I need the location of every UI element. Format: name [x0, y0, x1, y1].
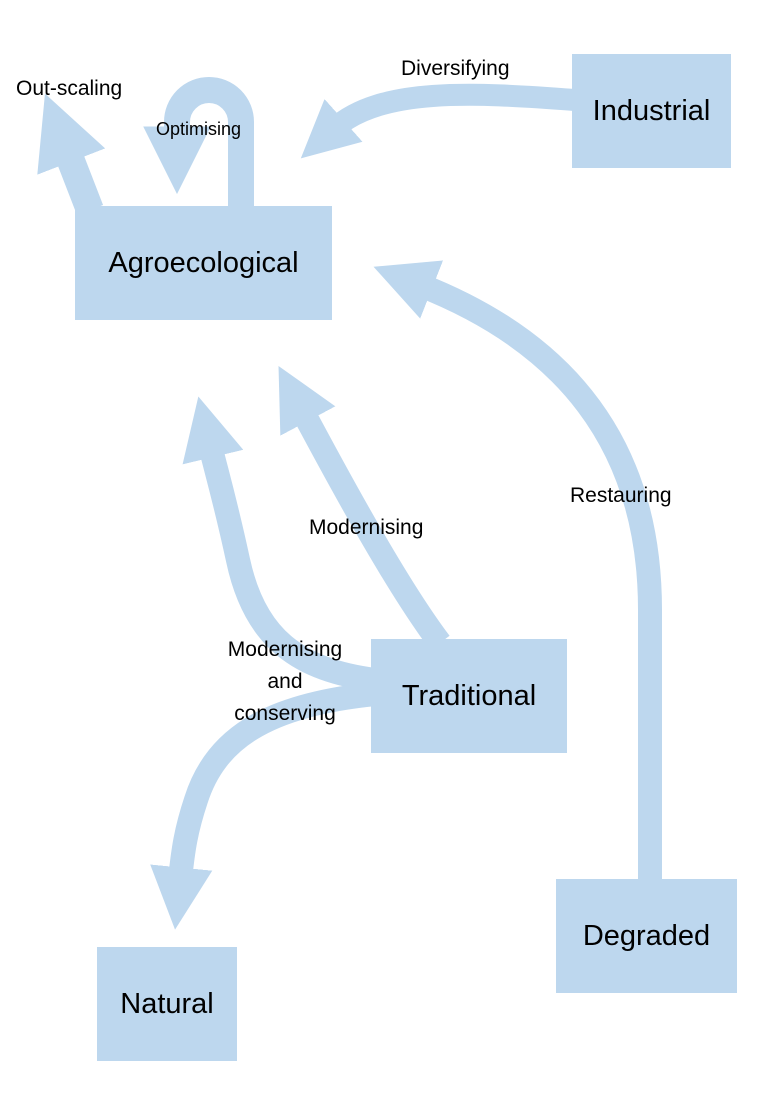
industrial-label: Industrial	[592, 94, 711, 127]
traditional-node: Traditional	[371, 639, 567, 753]
modernising-and-conserving-line-1: Modernising	[227, 638, 343, 661]
industrial-node: Industrial	[572, 54, 731, 168]
modernising-conserving-up-arrow	[182, 396, 377, 692]
natural-node: Natural	[97, 947, 237, 1061]
agroecological-node: Agroecological	[75, 206, 332, 320]
modernising-and-conserving-line-2: and	[267, 670, 303, 693]
restauring-arrow	[373, 260, 662, 880]
degraded-node: Degraded	[556, 879, 737, 993]
modernising-label: Modernising	[309, 516, 424, 539]
degraded-label: Degraded	[582, 919, 711, 952]
modernising-and-conserving-label: Modernising and conserving	[212, 634, 358, 730]
restauring-label: Restauring	[570, 484, 672, 507]
modernising-conserving-down-arrow	[150, 682, 377, 930]
modernising-and-conserving-line-3: conserving	[234, 702, 336, 725]
optimising-label: Optimising	[156, 119, 242, 139]
diversifying-label: Diversifying	[401, 57, 510, 80]
diversifying-arrow	[300, 83, 576, 159]
natural-label: Natural	[120, 987, 214, 1020]
traditional-label: Traditional	[401, 679, 537, 712]
modernising-arrow	[278, 365, 450, 651]
out-scaling-arrow	[37, 93, 106, 216]
optimising-arrow	[143, 77, 254, 208]
out-scaling-label: Out-scaling	[16, 77, 123, 100]
agroecological-label: Agroecological	[108, 246, 299, 279]
